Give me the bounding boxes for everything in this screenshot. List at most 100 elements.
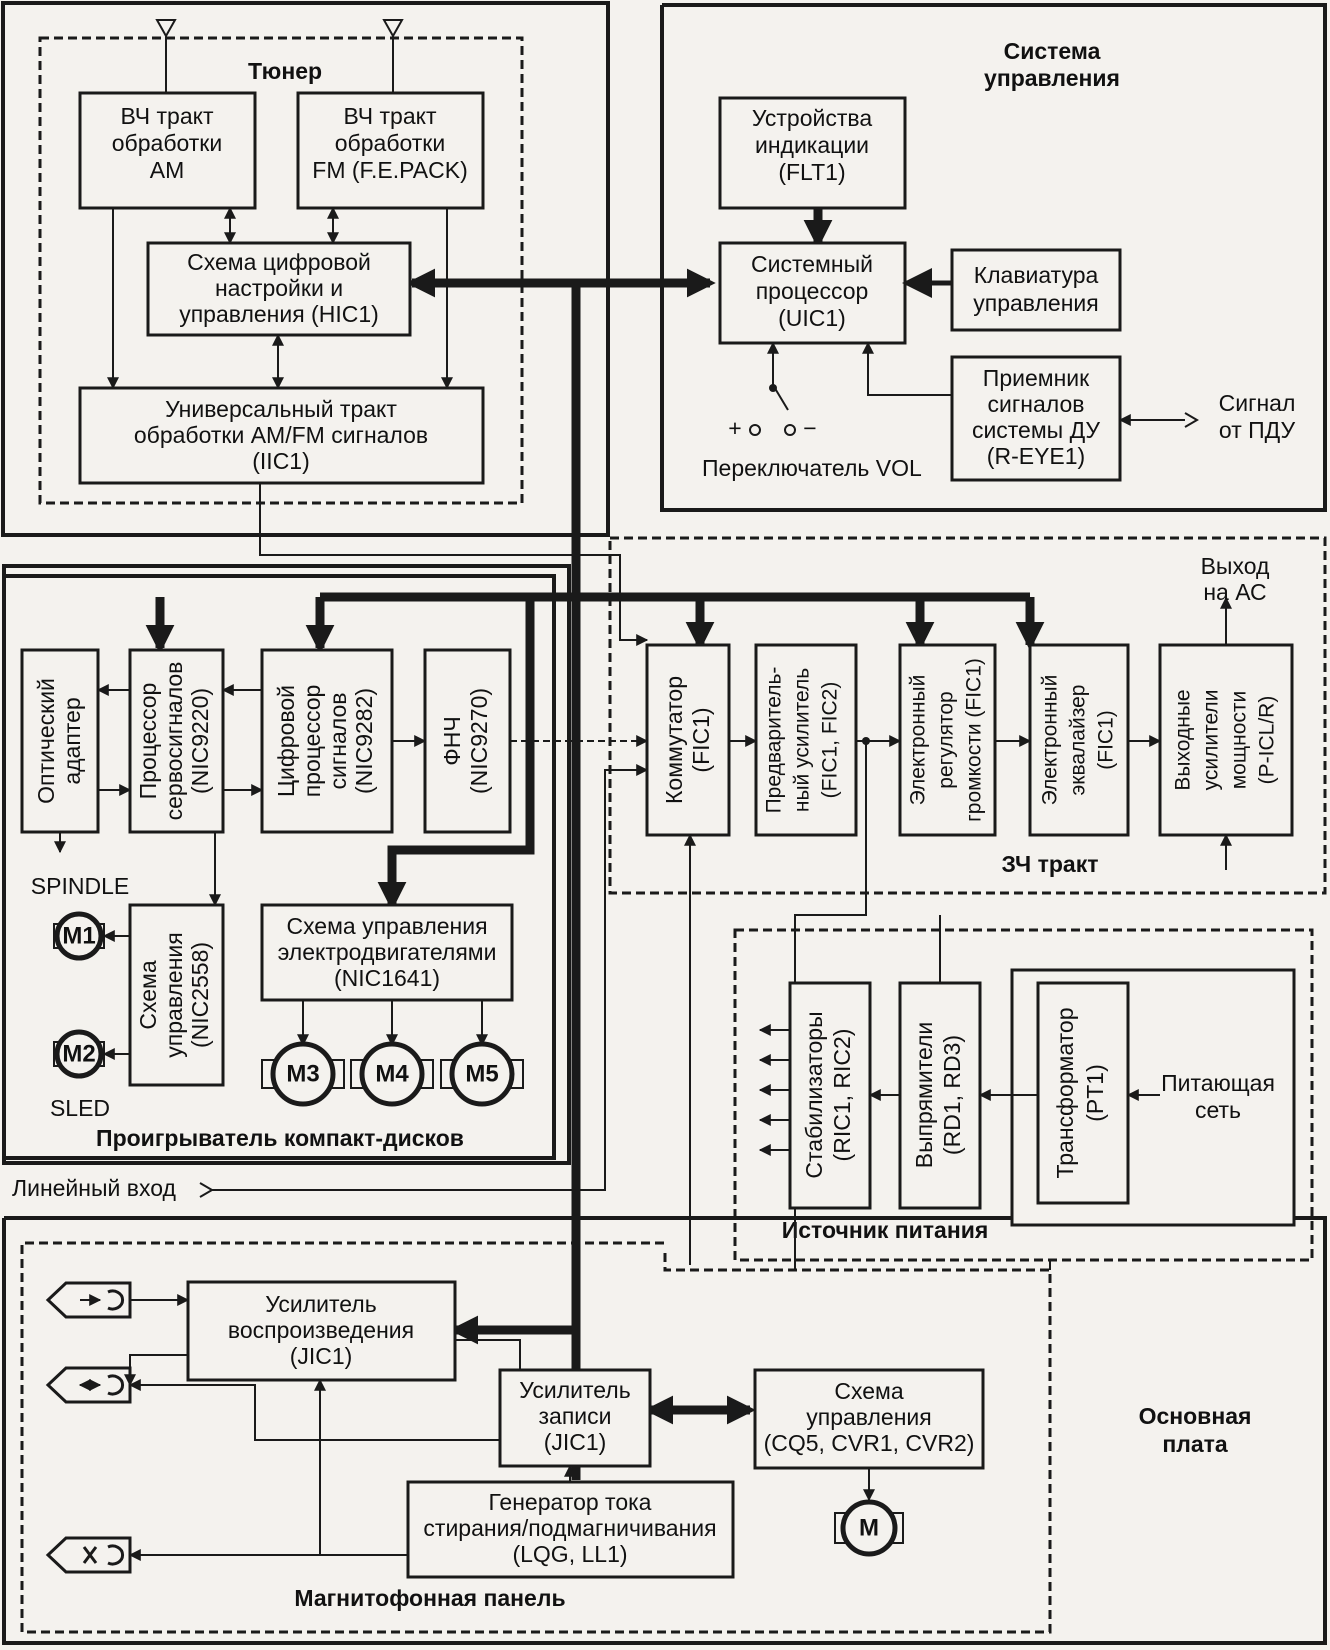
display-label-3: (FLT1)	[778, 159, 845, 185]
motor-m4-icon: M4	[350, 1041, 434, 1107]
digital-tuning-label-2: настройки и	[215, 275, 343, 301]
equalizer-block	[1028, 643, 1130, 837]
display-block	[718, 96, 907, 210]
servo-label-3: (NIC9220)	[187, 688, 213, 794]
power-amp-label-4: (P-ICL/R)	[1256, 696, 1279, 785]
servo-label-1: Процессор	[135, 683, 161, 800]
mains-label-1: Питающая	[1161, 1070, 1275, 1096]
dsp-label-2: процессор	[299, 685, 325, 798]
remote-rx-label-4: (R-EYE1)	[987, 443, 1085, 469]
eq-label-3: (FIC1)	[1095, 710, 1118, 770]
volume-label-1: Электронный	[907, 675, 930, 806]
remote-rx-label-3: системы ДУ	[972, 417, 1100, 443]
mains-label-2: сеть	[1195, 1097, 1241, 1123]
antenna-fm-icon	[382, 19, 404, 93]
cd-title: Проигрыватель компакт-дисков	[96, 1125, 464, 1151]
transformer-label-2: (PT1)	[1082, 1064, 1108, 1122]
svg-text:M3: M3	[286, 1060, 319, 1087]
lpf-label-1: ФНЧ	[439, 716, 465, 765]
remote-to-cpu	[862, 341, 952, 396]
am-rf-label-3: AM	[150, 157, 185, 183]
cpu-label-2: процессор	[756, 278, 869, 304]
optical-label-2: адаптер	[59, 697, 85, 784]
motor-ctrl-label-1: Схема управления	[286, 913, 487, 939]
playback-to-rec-head	[124, 1354, 188, 1387]
power-amp-label-3: мощности	[1228, 691, 1251, 790]
keyboard-label-2: управления	[973, 290, 1098, 316]
audio-frame	[608, 536, 1327, 895]
audio-title: ЗЧ тракт	[1002, 851, 1099, 877]
universal-am-fm-block	[78, 386, 485, 485]
fm-rf-block	[296, 91, 485, 210]
servo-label-2: сервосигналов	[161, 662, 187, 821]
tape-motor-icon: M	[834, 1499, 904, 1557]
svg-text:M1: M1	[62, 922, 95, 949]
main-board-title-line1: Основная	[1139, 1403, 1252, 1429]
tape-control-label-1: Схема	[834, 1378, 903, 1404]
preamp-block	[754, 643, 858, 837]
am-rf-block	[78, 91, 257, 210]
transformer-block	[1036, 981, 1130, 1205]
line-input-to-switch	[212, 764, 649, 1191]
digital-tuning-label-3: управления (HIC1)	[179, 301, 379, 327]
sled-label: SLED	[50, 1095, 110, 1121]
stabilizers-label-2: (RIC1, RIC2)	[829, 1029, 855, 1162]
tuner-title: Тюнер	[248, 58, 322, 84]
stabilizers-label-1: Стабилизаторы	[801, 1011, 827, 1178]
spindle-ctrl-label-1: Схема	[135, 960, 161, 1029]
power-title: Источник питания	[782, 1217, 989, 1243]
keyboard-block	[950, 248, 1122, 332]
rectifiers-label-2: (RD1, RD3)	[939, 1035, 965, 1155]
vol-switch-icon[interactable]	[749, 341, 796, 436]
remote-signal-label-2: от ПДУ	[1219, 417, 1296, 443]
power-amp-block	[1158, 643, 1294, 837]
switch-label-1: Коммутатор	[661, 676, 687, 804]
record-label-3: (JIC1)	[544, 1429, 607, 1455]
bias-label-3: (LQG, LL1)	[512, 1541, 627, 1567]
power-amp-label-1: Выходные	[1172, 689, 1195, 790]
dsp-label-1: Цифровой	[273, 685, 299, 797]
playback-head-icon	[45, 1281, 132, 1319]
dsp-block	[260, 648, 394, 834]
svg-text:M2: M2	[62, 1040, 95, 1067]
volume-label-3: громкости (FIC1)	[963, 658, 986, 822]
fm-rf-label-2: обработки	[335, 130, 445, 156]
record-to-head	[128, 1379, 500, 1441]
eq-label-1: Электронный	[1039, 675, 1062, 806]
optical-label-1: Оптический	[33, 678, 59, 804]
spindle-ctrl-label-2: управления	[161, 932, 187, 1057]
digital-tuning-label-1: Схема цифровой	[187, 249, 371, 275]
keyboard-label-1: Клавиатура	[974, 262, 1099, 288]
tuner-to-switch-line	[259, 483, 649, 646]
tape-control-label-3: (CQ5, CVR1, CVR2)	[764, 1430, 975, 1456]
main-board-title-line2: плата	[1162, 1431, 1228, 1457]
stabilizers-block	[788, 981, 872, 1210]
power-amp-label-2: усилители	[1200, 690, 1223, 791]
digital-tuning-block	[146, 241, 412, 337]
volume-label-2: регулятор	[935, 691, 958, 788]
bias-label-1: Генератор тока	[489, 1489, 652, 1515]
cpu-label-3: (UIC1)	[778, 305, 846, 331]
svg-text:M4: M4	[375, 1060, 409, 1087]
remote-rx-label-1: Приемник	[983, 365, 1090, 391]
svg-text:M5: M5	[465, 1060, 498, 1087]
main-board-frame	[2, 1216, 1327, 1645]
playback-label-3: (JIC1)	[290, 1343, 353, 1369]
universal-label-2: обработки AM/FM сигналов	[134, 422, 428, 448]
vol-minus-label: −	[803, 415, 816, 441]
motor-m2-icon: M2	[53, 1029, 105, 1079]
svg-text:M: M	[859, 1514, 879, 1541]
line-input-tick	[199, 1182, 214, 1198]
bus-to-motor-ctrl	[377, 597, 535, 911]
remote-signal-label-1: Сигнал	[1219, 390, 1296, 416]
cpu-label-1: Системный	[751, 251, 873, 277]
dsp-label-3: сигналов	[325, 693, 351, 790]
universal-label-3: (IIC1)	[252, 448, 310, 474]
preamp-label-1: Предваритель-	[763, 667, 786, 814]
vol-plus-label: +	[728, 415, 741, 441]
remote-receiver-block	[950, 355, 1122, 482]
motor-m5-icon: M5	[440, 1041, 524, 1107]
am-rf-label-1: ВЧ тракт	[121, 103, 214, 129]
playback-label-2: воспроизведения	[228, 1317, 414, 1343]
